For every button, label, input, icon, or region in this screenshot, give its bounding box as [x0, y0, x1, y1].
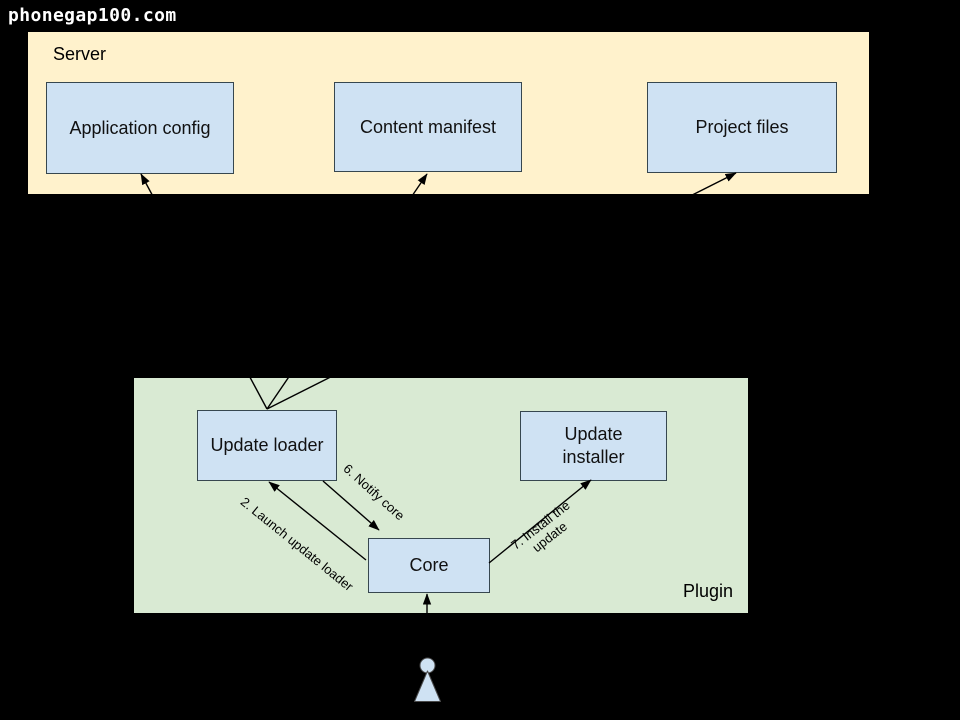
- person-actor-icon: [414, 657, 441, 702]
- node-content-manifest-label: Content manifest: [359, 116, 497, 137]
- server-group-label: Server: [53, 44, 107, 64]
- node-update-installer-label: Update installer: [562, 424, 625, 467]
- watermark-text: phonegap100.com: [8, 5, 177, 26]
- edge-loader-to-project-files: [266, 172, 737, 410]
- node-application-config: Application config: [46, 82, 234, 174]
- node-update-loader-label: Update loader: [210, 435, 324, 455]
- node-update-loader: Update loader: [197, 410, 337, 481]
- node-core-label: Core: [409, 555, 449, 575]
- node-content-manifest: Content manifest: [334, 82, 522, 172]
- node-project-files: Project files: [647, 82, 837, 173]
- node-update-installer: Update installer: [520, 411, 667, 481]
- node-core: Core: [368, 538, 490, 593]
- edge-loader-to-application-config: [140, 173, 268, 410]
- node-application-config-label: Application config: [69, 117, 211, 138]
- node-project-files-label: Project files: [695, 117, 789, 137]
- plugin-group-label: Plugin: [682, 581, 733, 601]
- edge-loader-to-content-manifest: [266, 173, 428, 410]
